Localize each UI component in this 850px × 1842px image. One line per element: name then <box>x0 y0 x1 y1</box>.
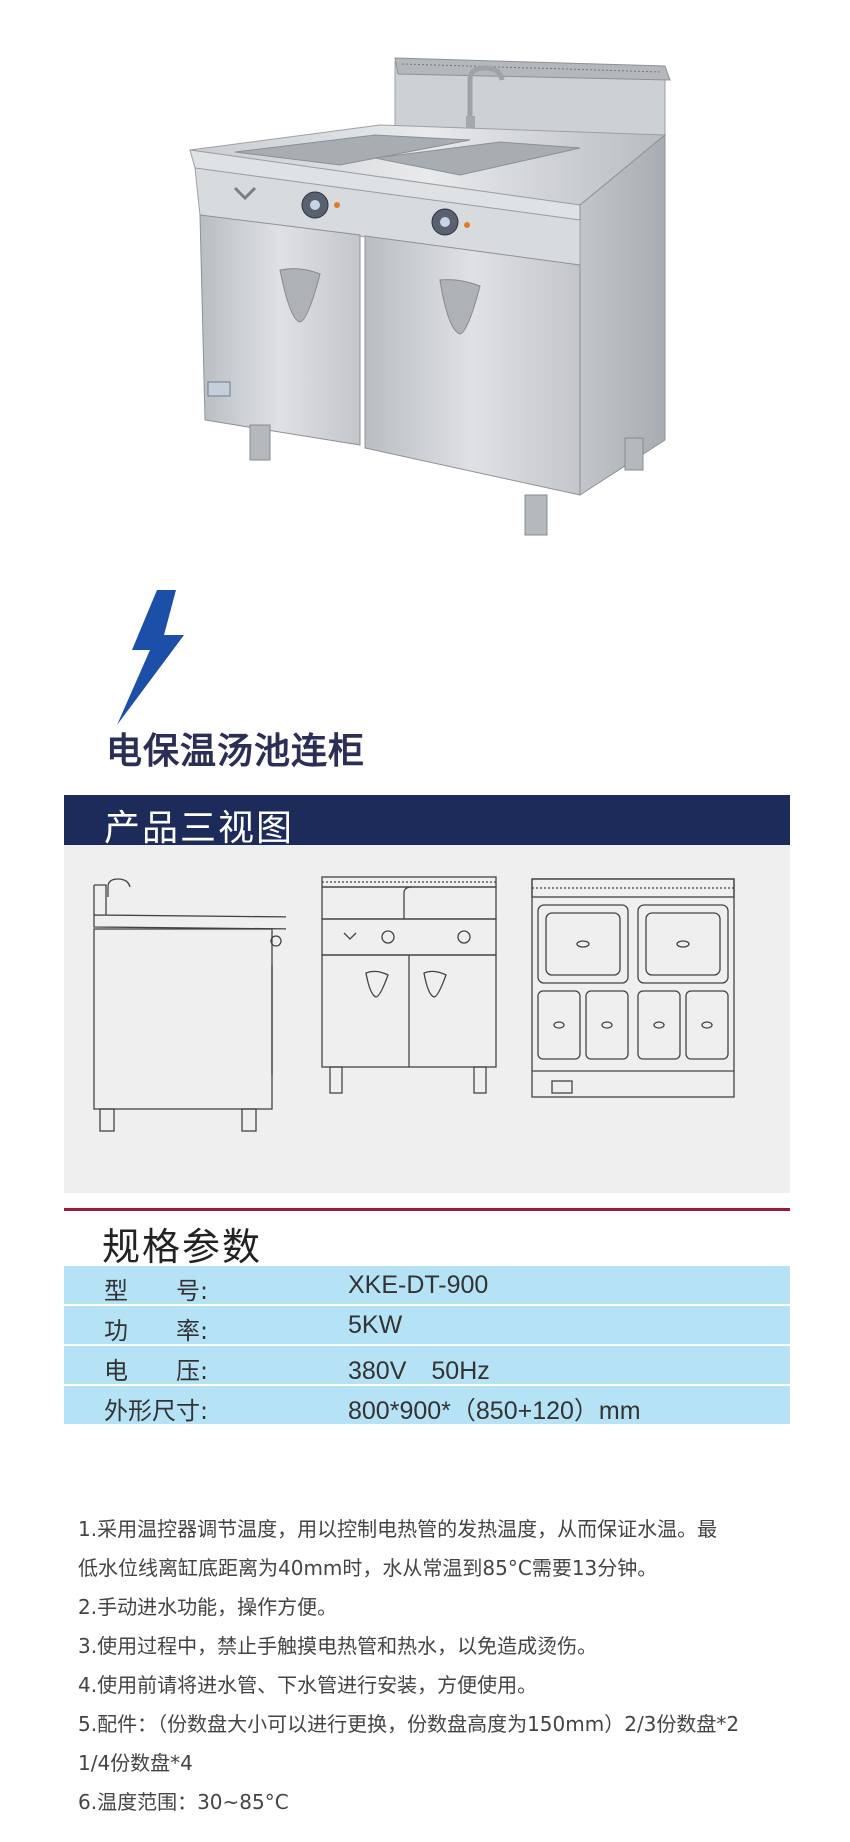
spec-label: 外形尺寸: <box>104 1397 209 1425</box>
spec-row-power: 功 率: 5KW <box>64 1306 790 1346</box>
note-line: 1/4份数盘*4 <box>78 1751 193 1775</box>
spec-label: 功 率: <box>104 1317 209 1345</box>
spec-label: 电 压: <box>104 1357 209 1385</box>
lightning-bolt-icon <box>117 590 184 725</box>
product-photo <box>189 57 671 536</box>
spec-label: 型 号: <box>104 1277 209 1305</box>
section-divider <box>64 1208 790 1211</box>
spec-value: XKE-DT-900 <box>348 1271 489 1299</box>
specs-section-title: 规格参数 <box>102 1225 263 1269</box>
front-view-drawing <box>321 876 497 1094</box>
spec-row-model: 型 号: XKE-DT-900 <box>64 1266 790 1306</box>
three-views-panel <box>64 845 790 1193</box>
note-line: 4.使用前请将进水管、下水管进行安装，方便使用。 <box>78 1673 538 1697</box>
spec-value: 380V 50Hz <box>348 1357 490 1385</box>
top-view-drawing <box>531 878 735 1098</box>
views-section-header: 产品三视图 <box>64 795 790 849</box>
note-line: 5.配件：（份数盘大小可以进行更换，份数盘高度为150mm）2/3份数盘*2 <box>78 1712 740 1736</box>
note-line: 2.手动进水功能，操作方便。 <box>78 1595 338 1619</box>
spec-row-voltage: 电 压: 380V 50Hz <box>64 1346 790 1386</box>
views-section-title: 产品三视图 <box>104 808 295 849</box>
note-line: 低水位线离缸底距离为40mm时，水从常温到85°C需要13分钟。 <box>78 1556 658 1580</box>
side-view-drawing <box>93 878 286 1132</box>
note-line: 3.使用过程中，禁止手触摸电热管和热水，以免造成烫伤。 <box>78 1634 598 1658</box>
spec-value: 5KW <box>348 1311 403 1339</box>
note-line: 6.温度范围：30~85°C <box>78 1790 289 1814</box>
spec-table: 型 号: XKE-DT-900 功 率: 5KW 电 压: 380V 50Hz … <box>64 1266 790 1425</box>
product-name: 电保温汤池连柜 <box>106 731 366 772</box>
note-line: 1.采用温控器调节温度，用以控制电热管的发热温度，从而保证水温。最 <box>78 1517 718 1541</box>
feature-notes: 1.采用温控器调节温度，用以控制电热管的发热温度，从而保证水温。最 低水位线离缸… <box>78 1510 798 1822</box>
spec-row-dimensions: 外形尺寸: 800*900*（850+120）mm <box>64 1386 790 1425</box>
spec-value: 800*900*（850+120）mm <box>348 1397 641 1425</box>
